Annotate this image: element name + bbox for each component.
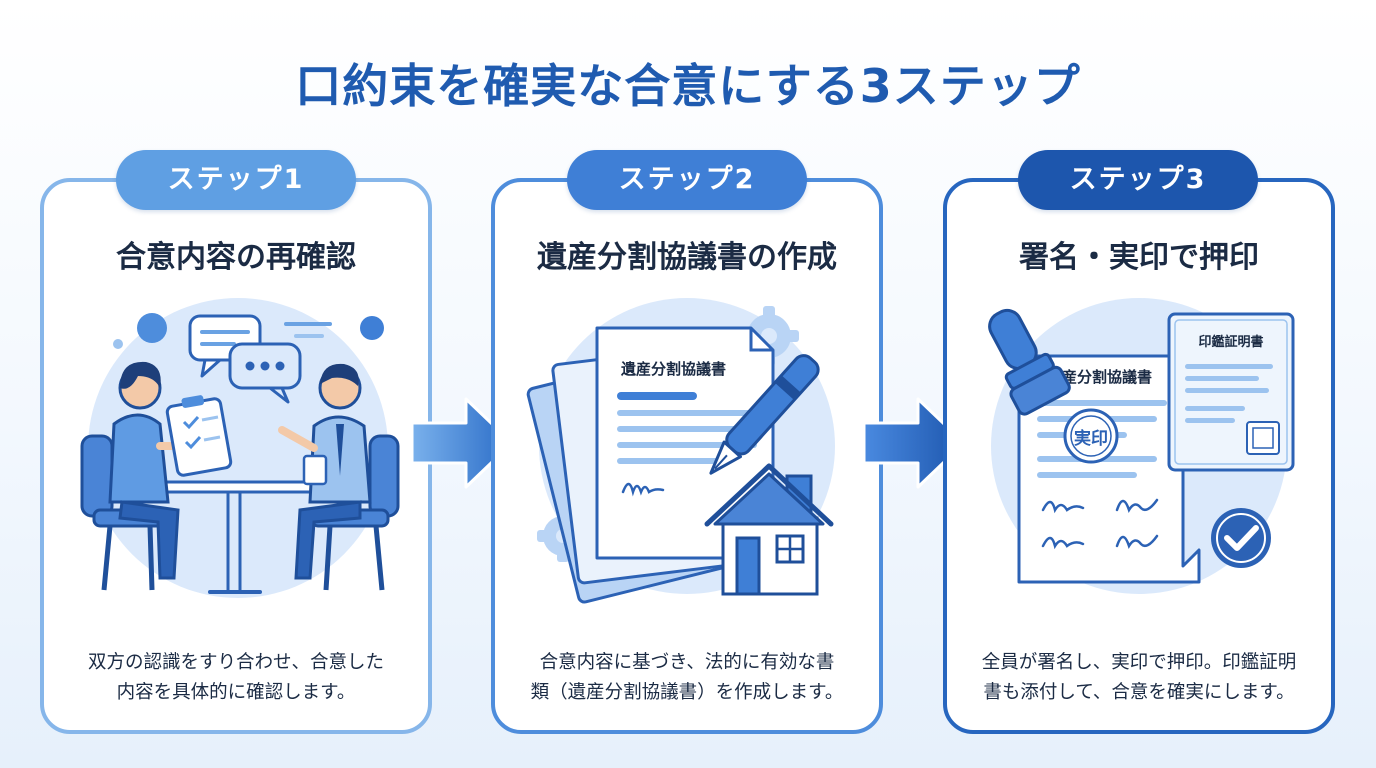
signature-icon [1041, 500, 1085, 514]
step2-badge: ステップ2 [567, 150, 807, 210]
document-title: 遺産分割協議書 [1046, 368, 1152, 386]
document-title: 遺産分割協議書 [620, 360, 726, 378]
step1-badge: ステップ1 [116, 150, 356, 210]
page-title: 口約束を確実な合意にする3ステップ [295, 59, 1081, 113]
signature-icon [1115, 534, 1159, 549]
signing-illustration: 遺産分割協議書 実印 印鑑証明書 [988, 298, 1295, 594]
seal-stamp-icon: 実印 [1063, 408, 1119, 464]
step2-description: 合意内容に基づき、法的に有効な書 類（遺産分割協議書）を作成します。 [530, 652, 844, 703]
step3-badge: ステップ3 [1018, 150, 1258, 210]
speech-bubble-icon [228, 342, 302, 404]
dot-icon [360, 316, 384, 340]
step1-description: 双方の認識をすり合わせ、合意した 内容を具体的に確認します。 [87, 652, 384, 703]
agreement-document-icon: 遺産分割協議書 [1017, 354, 1201, 584]
check-circle-icon [1211, 508, 1271, 568]
man-icon [278, 363, 400, 591]
clipboard-icon [165, 395, 233, 477]
woman-icon [80, 361, 192, 591]
step1-title: 合意内容の再確認 [116, 240, 356, 275]
pen-icon [709, 354, 820, 475]
house-icon [704, 463, 834, 596]
signature-icon [1041, 536, 1085, 550]
step3-title: 署名・実印で押印 [1019, 240, 1259, 275]
arrow-right-icon [410, 397, 514, 489]
signature-icon [621, 482, 665, 497]
arrow-right-icon [862, 397, 966, 489]
seal-certificate-icon: 印鑑証明書 [1167, 312, 1295, 472]
dot-icon [137, 313, 167, 343]
signature-icon [1115, 498, 1159, 513]
chat-bubble-icon [188, 314, 262, 378]
table-icon [154, 480, 328, 594]
step2-title: 遺産分割協議書の作成 [537, 240, 837, 275]
hanko-stamp-icon [988, 308, 1071, 416]
step3-description: 全員が署名し、実印で押印。印鑑証明 書も添付して、合意を確実にします。 [981, 652, 1297, 703]
certificate-title: 印鑑証明書 [1198, 334, 1263, 350]
meeting-illustration [80, 298, 400, 598]
document-creation-illustration: 遺産分割協議書 [526, 298, 835, 604]
seal-text: 実印 [1074, 428, 1108, 449]
